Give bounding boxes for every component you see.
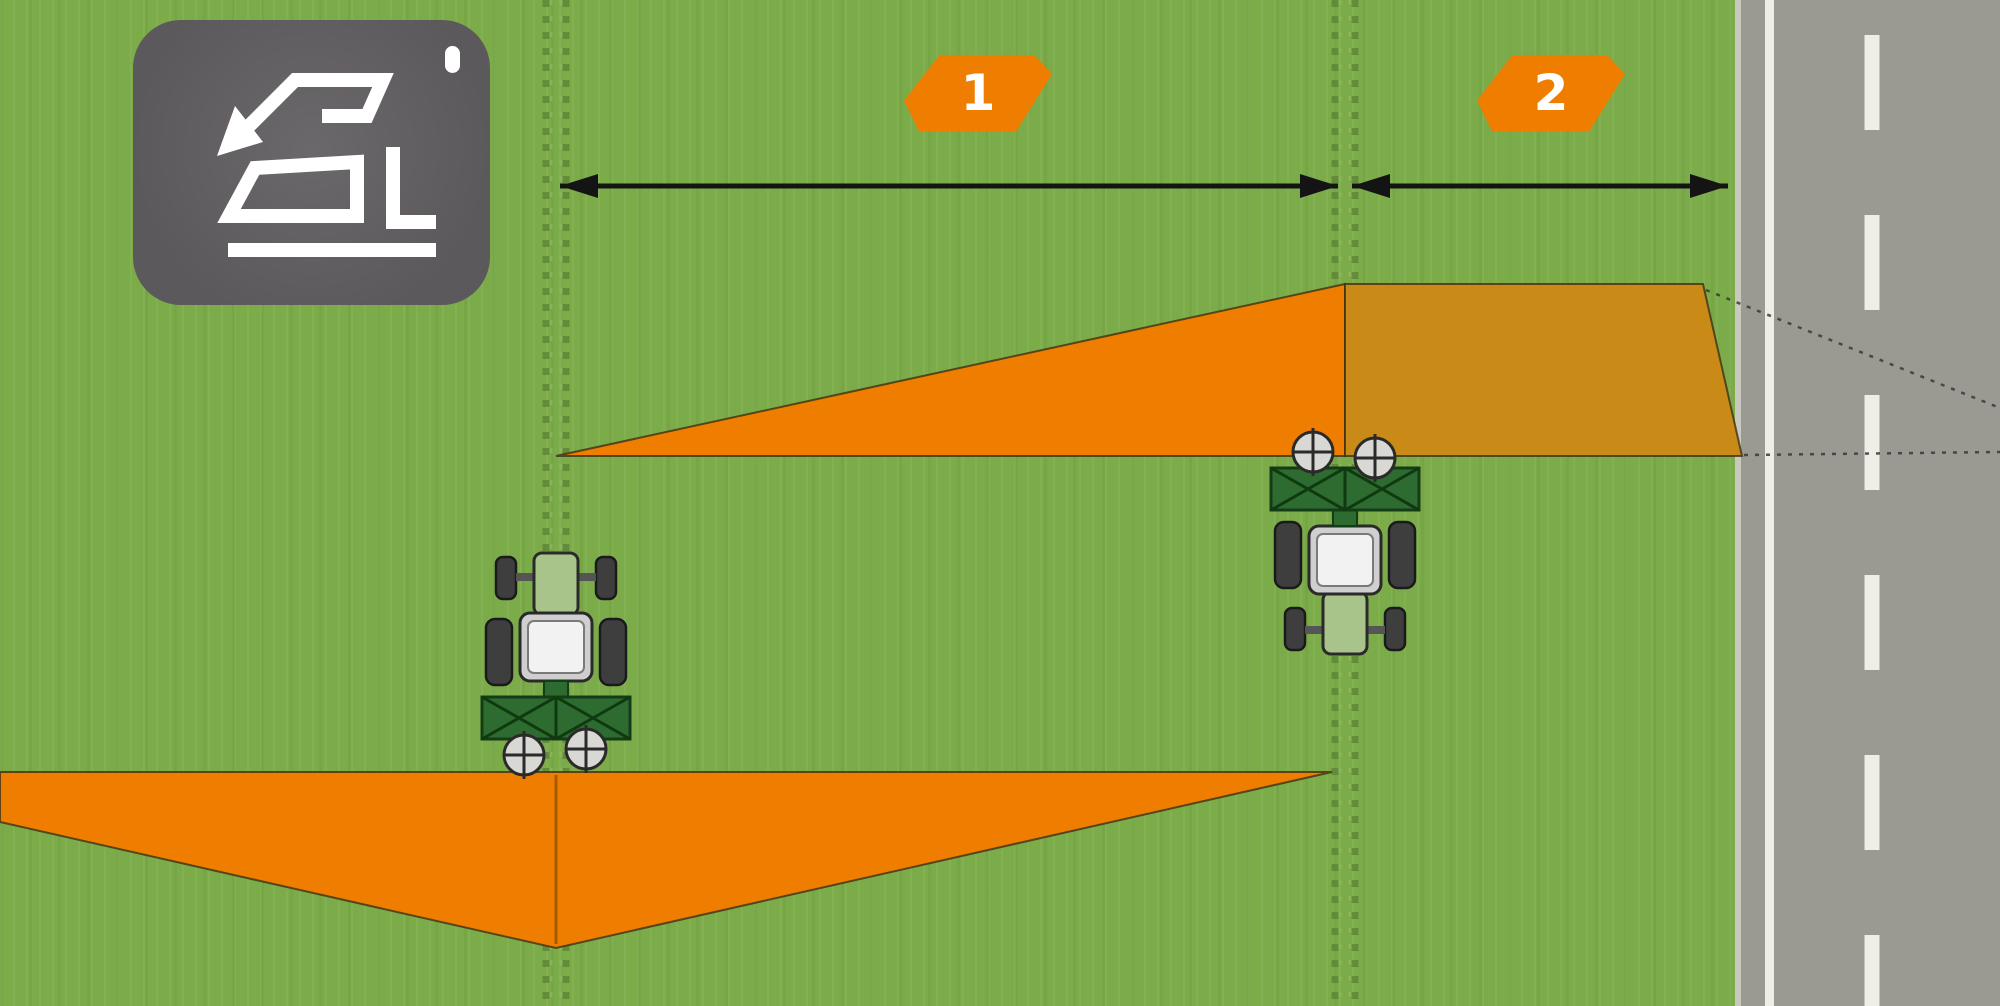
position-badge-1: 1 bbox=[904, 55, 1052, 131]
icon-spread-shape bbox=[217, 154, 364, 223]
icon-arrow-stroke bbox=[227, 73, 394, 148]
road-edge-curb bbox=[1735, 0, 1741, 1006]
tramline-right bbox=[1331, 0, 1359, 1006]
road-edge-line bbox=[1765, 0, 1774, 1006]
road-surface bbox=[1735, 0, 2000, 1006]
spread-pattern-bottom bbox=[0, 771, 1333, 950]
position-badge-2-label: 2 bbox=[1533, 64, 1569, 122]
spread-pattern-top-border-section bbox=[1344, 283, 1744, 457]
function-icon-panel bbox=[133, 20, 490, 305]
road bbox=[1735, 0, 2000, 1006]
icon-border-limit bbox=[386, 147, 436, 229]
tractor-with-spreader-left bbox=[480, 551, 632, 781]
position-badge-1-label: 1 bbox=[960, 64, 996, 122]
tractor-with-spreader-right bbox=[1269, 426, 1421, 656]
spread-pattern-top bbox=[555, 282, 1346, 457]
indicator-led bbox=[445, 46, 460, 73]
limited-border-spreading-icon bbox=[217, 73, 436, 257]
